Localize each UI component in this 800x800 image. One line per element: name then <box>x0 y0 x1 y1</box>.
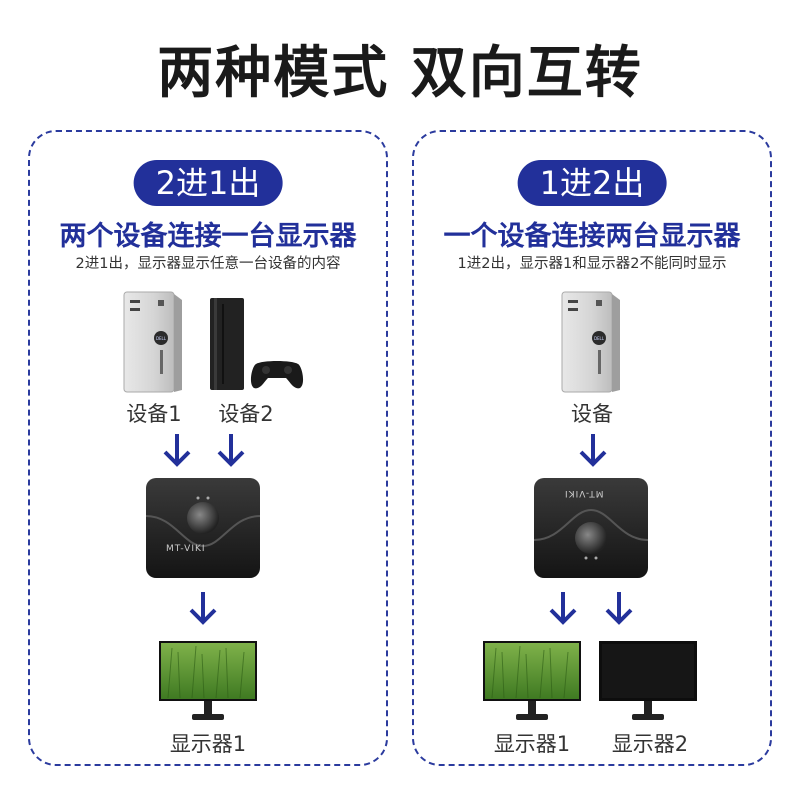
mode-subtitle: 一个设备连接两台显示器 <box>443 221 741 252</box>
mode-subtitle: 两个设备连接一台显示器 <box>59 221 357 252</box>
mode-badge: 2进1出 <box>133 160 283 206</box>
pc-tower-image: DELL <box>123 291 182 393</box>
arrow-down-icon <box>163 434 191 467</box>
device-label: 设备 <box>571 402 613 426</box>
monitor-off-image <box>599 641 697 720</box>
arrow-down-icon <box>579 434 607 467</box>
switch-brand-label: MT-VIKI <box>166 544 206 554</box>
svg-text:DELL: DELL <box>594 336 605 341</box>
page-title: 两种模式 双向互转 <box>157 41 643 106</box>
arrow-down-icon <box>189 592 217 625</box>
arrow-down-icon <box>549 592 577 625</box>
mode-badge: 1进2出 <box>517 160 667 206</box>
mode-description: 1进2出，显示器1和显示器2不能同时显示 <box>457 256 727 272</box>
monitor1-label: 显示器1 <box>493 732 571 756</box>
monitor1-label: 显示器1 <box>169 732 247 756</box>
mode-1in2out-panel: 1进2出 一个设备连接两台显示器 1进2出，显示器1和显示器2不能同时显示 DE… <box>412 130 772 766</box>
switch-device-image <box>533 478 649 578</box>
svg-text:DELL: DELL <box>156 336 167 341</box>
device1-label: 设备1 <box>126 402 182 426</box>
arrow-down-icon <box>605 592 633 625</box>
mode-2in1out-panel: 2进1出 两个设备连接一台显示器 2进1出，显示器显示任意一台设备的内容 DEL… <box>28 130 388 766</box>
monitor-image <box>483 641 581 720</box>
switch-brand-label: MT-VIKI <box>564 488 604 498</box>
switch-device-image <box>145 478 261 578</box>
arrow-down-icon <box>217 434 245 467</box>
monitor2-label: 显示器2 <box>611 732 689 756</box>
device2-label: 设备2 <box>218 402 274 426</box>
pc-tower-image: DELL <box>561 291 620 393</box>
mode-description: 2进1出，显示器显示任意一台设备的内容 <box>75 256 341 272</box>
monitor-image <box>159 641 257 720</box>
game-console-image <box>210 298 304 390</box>
